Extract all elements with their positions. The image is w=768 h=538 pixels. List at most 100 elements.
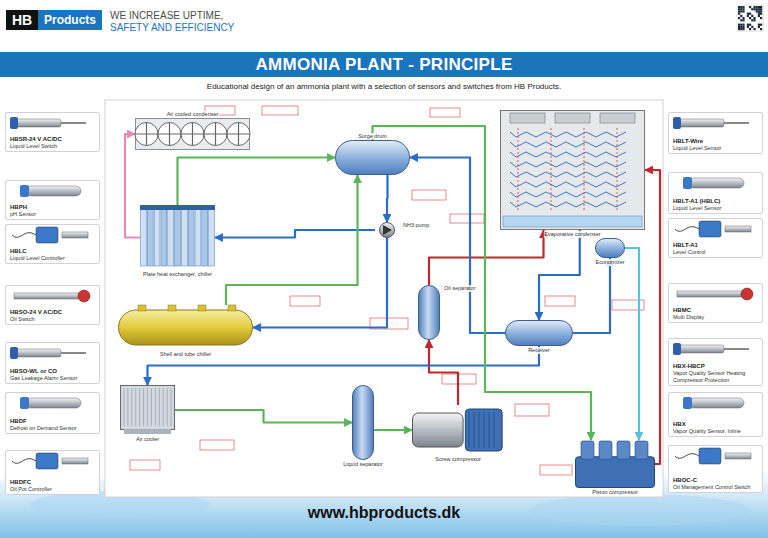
graphic	[751, 15, 753, 17]
fin	[159, 388, 160, 426]
graphic	[740, 26, 742, 28]
sensor-body	[16, 119, 61, 127]
pipe-connector	[573, 258, 610, 333]
product-text: HBOC-COil Management Control Switch	[673, 477, 759, 491]
coil	[510, 172, 626, 177]
coil	[510, 142, 626, 147]
product-code: HBX	[673, 421, 759, 428]
pipe-connector	[625, 248, 639, 440]
nozzle	[168, 305, 176, 311]
sensor-head	[78, 290, 90, 302]
graphic	[760, 17, 762, 19]
plate	[188, 209, 194, 266]
graphic	[742, 28, 744, 30]
equipment-label-box: Evaporative condenser	[543, 231, 601, 238]
fan	[227, 122, 250, 145]
equipment-shape	[412, 405, 504, 455]
product-name: Liquid Level Sensor	[673, 145, 759, 152]
fan-blades	[158, 122, 181, 145]
fin	[131, 388, 132, 426]
product-card: HBLT-A1 (HBLC)Liquid Level Sensor	[668, 172, 763, 214]
graphic	[758, 6, 760, 8]
sensor-probe	[724, 122, 749, 124]
product-code: HBLC	[10, 248, 96, 255]
graphic	[738, 13, 740, 15]
pump	[380, 223, 395, 238]
graphic	[756, 8, 758, 10]
equipment-label-box: Surge drum	[357, 133, 388, 140]
plate	[154, 209, 160, 266]
graphic	[742, 6, 744, 8]
graphic	[742, 17, 744, 19]
product-code: HBLT-Wire	[673, 138, 759, 145]
graphic	[760, 28, 762, 30]
sensor-body	[725, 453, 751, 459]
equipment-label: Shell and tube chiller	[159, 351, 212, 358]
equipment-node: Receiver	[505, 320, 573, 346]
motor-rib	[474, 412, 475, 448]
graphic	[749, 13, 751, 15]
plate	[202, 209, 208, 266]
sensor-head	[683, 177, 692, 189]
fin	[171, 388, 172, 426]
sensor-head	[673, 343, 681, 355]
product-name: Liquid Level Switch	[10, 143, 96, 150]
product-code: HBPH	[10, 204, 96, 211]
equipment-node: Oil separator	[418, 285, 440, 340]
tagline: WE INCREASE UPTIME,	[110, 10, 310, 22]
note-box	[290, 296, 320, 306]
fan	[158, 122, 181, 145]
spray	[617, 128, 618, 210]
product-text: HBLT-A1 (HBLC)Liquid Level Sensor	[673, 198, 759, 212]
product-name: Vapor Quality Sensor, Inline	[673, 428, 759, 435]
sensor-probe	[724, 348, 749, 350]
equipment-shape	[135, 118, 250, 150]
coil	[510, 202, 626, 207]
tower	[501, 111, 645, 230]
fin	[167, 388, 168, 426]
fan	[204, 122, 227, 145]
graphic	[747, 13, 749, 15]
equipment-shape	[335, 140, 410, 175]
product-image	[669, 114, 762, 132]
product-image	[6, 182, 99, 200]
product-card: HBPHpH Sensor	[5, 180, 100, 220]
product-card: HBXVapor Quality Sensor, Inline	[668, 392, 763, 437]
product-card: HBDFCOil Pot Controller	[5, 450, 100, 495]
graphic	[758, 15, 760, 17]
pump-symbol	[383, 225, 392, 235]
sensor-probe	[61, 352, 86, 354]
sensor-body	[677, 291, 747, 297]
equipment-label: Surge drum	[357, 133, 388, 140]
graphic	[749, 17, 751, 19]
vessel	[336, 141, 410, 175]
logo-text: Products	[38, 10, 102, 30]
graphic	[749, 28, 751, 30]
coil	[510, 152, 626, 157]
pipe-connector	[645, 170, 660, 464]
product-code: HBLT-A1	[673, 242, 759, 249]
product-text: HBLT-A1Level Control	[673, 242, 759, 256]
plate	[168, 209, 174, 266]
graphic	[738, 28, 740, 30]
equipment-label-box: Screw compressor	[434, 456, 482, 463]
product-text: HBPHpH Sensor	[10, 204, 96, 218]
note-box	[262, 106, 298, 115]
shell	[119, 310, 253, 345]
fan-blades	[204, 122, 227, 145]
equipment-label: Economizer	[594, 259, 625, 266]
equipment-node: Screw compressor	[412, 405, 504, 455]
fan-blades	[135, 122, 158, 145]
note-box	[450, 214, 484, 223]
product-card: HBLT-WireLiquid Level Sensor	[668, 112, 763, 154]
coil	[510, 162, 626, 167]
sensor-head	[683, 397, 692, 409]
note-box	[130, 460, 160, 470]
note-box	[412, 190, 446, 200]
spray	[584, 128, 585, 210]
pipe-connector	[253, 238, 387, 328]
vessel	[353, 386, 374, 460]
fan-blades	[227, 122, 250, 145]
fan	[135, 122, 158, 145]
coil	[510, 182, 626, 187]
